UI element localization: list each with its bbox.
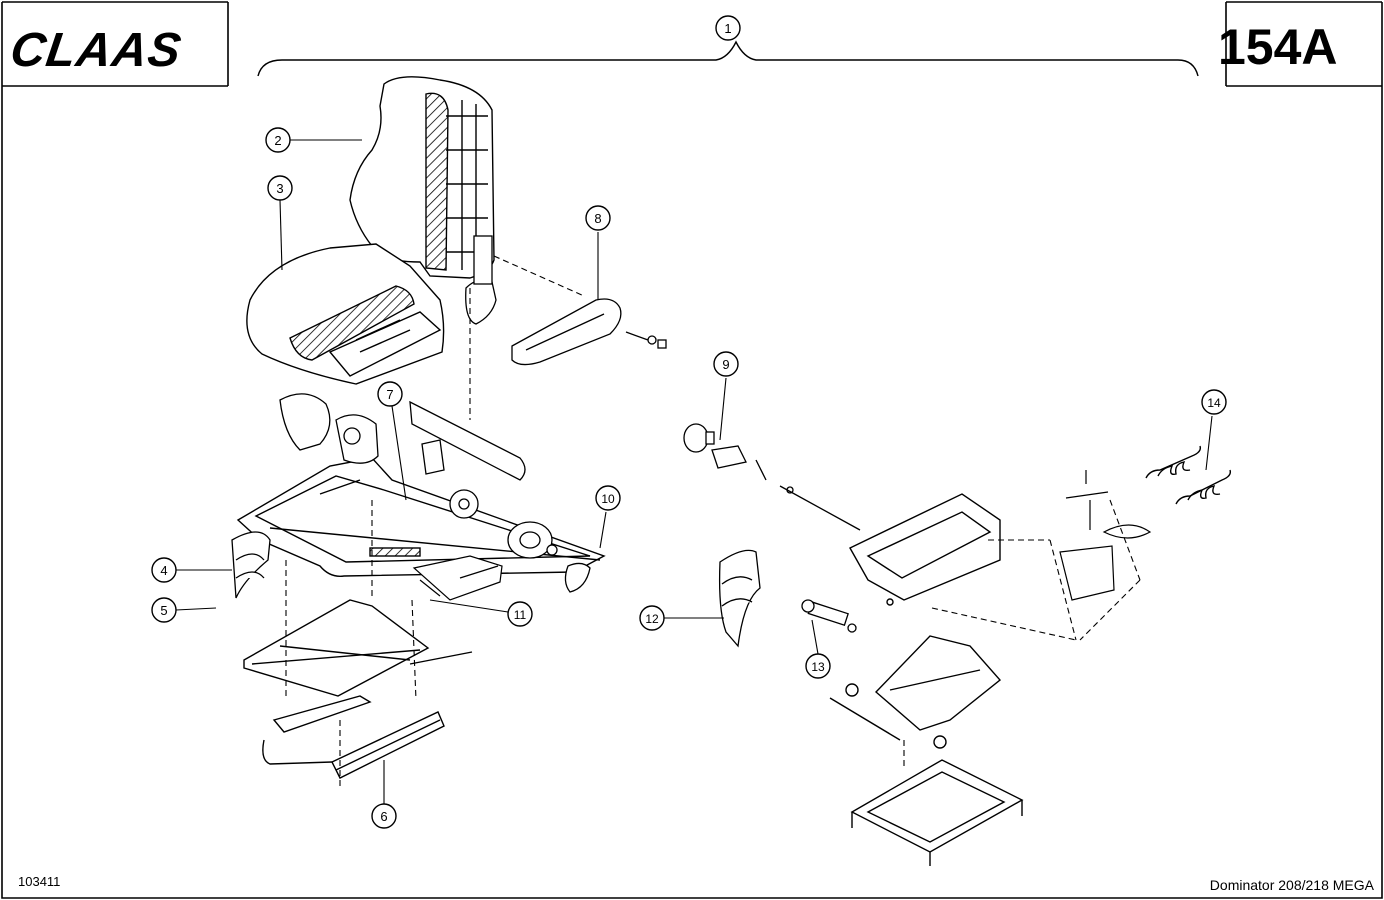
callout-14: 14: [1201, 389, 1227, 415]
backrest-hinge-plate: [465, 235, 497, 325]
tilt-mechanism: [449, 489, 591, 593]
svg-text:12: 12: [645, 612, 659, 626]
callout-4: 4: [151, 557, 177, 583]
svg-text:9: 9: [722, 357, 729, 372]
callout-5: 5: [151, 597, 177, 623]
adjustment-knob: [683, 423, 767, 481]
svg-text:6: 6: [380, 809, 387, 824]
armrest: [511, 298, 667, 366]
base-slide-rails: [262, 695, 445, 779]
right-dash-guides: [903, 499, 1141, 770]
drawing-number: 103411: [18, 874, 60, 889]
base-frame-right: [850, 759, 1024, 866]
model-name: Dominator 208/218 MEGA: [1210, 877, 1375, 893]
seat-frame-upper: [236, 457, 606, 577]
callout-9: 9: [713, 351, 739, 377]
seat-backrest: [349, 76, 495, 279]
svg-text:13: 13: [811, 660, 825, 674]
callout-8: 8: [585, 205, 611, 231]
svg-text:7: 7: [386, 387, 393, 402]
side-panels: [279, 393, 526, 481]
spring-brackets: [1059, 470, 1152, 601]
svg-text:2: 2: [274, 133, 281, 148]
callout-7: 7: [377, 381, 403, 407]
callout-1-bracket: [257, 40, 1199, 77]
callout-10: 10: [595, 485, 621, 511]
callout-3: 3: [267, 175, 293, 201]
svg-text:1: 1: [724, 21, 731, 36]
armrest-dash-line: [493, 255, 585, 297]
guide-brackets: [412, 555, 503, 601]
leader-lines: [175, 139, 1213, 804]
left-dash-guides: [285, 288, 471, 790]
scissor-right: [829, 635, 1002, 749]
callout-1: 1: [715, 15, 741, 41]
svg-text:3: 3: [276, 181, 283, 196]
svg-text:4: 4: [160, 563, 167, 578]
page-code: 154A: [1218, 19, 1338, 75]
svg-text:14: 14: [1207, 396, 1221, 410]
seat-cushion: [246, 243, 445, 385]
scissor-frame: [243, 599, 473, 697]
bellows-left: [231, 531, 271, 599]
svg-text:10: 10: [601, 492, 615, 506]
adjust-rod: [779, 485, 861, 531]
upper-frame-right: [849, 493, 1001, 606]
svg-text:8: 8: [594, 211, 601, 226]
springs: [1145, 445, 1232, 505]
bellows-right: [718, 549, 761, 648]
brand-logo: CLAAS: [7, 23, 185, 77]
shock-absorber: [801, 599, 857, 633]
svg-text:5: 5: [160, 603, 167, 618]
callout-2: 2: [265, 127, 291, 153]
callout-6: 6: [371, 803, 397, 829]
callout-11: 11: [507, 601, 533, 627]
svg-text:11: 11: [514, 608, 527, 622]
callout-13: 13: [805, 653, 831, 679]
callout-12: 12: [639, 605, 665, 631]
